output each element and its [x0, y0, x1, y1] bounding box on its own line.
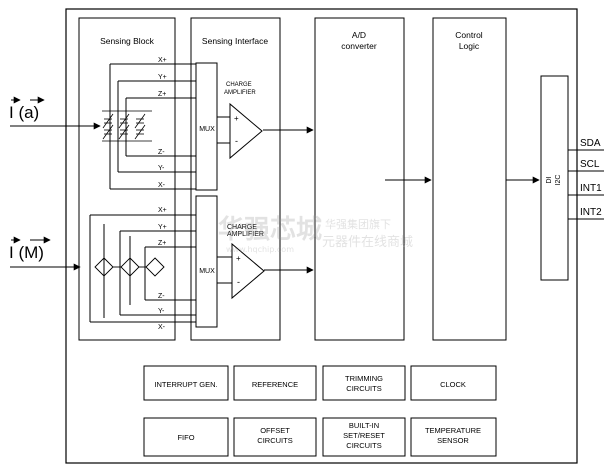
lower-axis-z-minus: Z-	[158, 293, 165, 300]
upper-channel: MUX CHARGE AMPLIFIER + - X+ Y+ Z+ Z- Y- …	[102, 57, 263, 191]
lower-axis-x-plus: X+	[158, 207, 167, 214]
watermark: 华强芯城 www.hqchip.com 华强集团旗下 元器件在线商城	[218, 214, 413, 254]
trimming-label-2: CIRCUITS	[346, 384, 381, 393]
mux-upper-label: MUX	[199, 126, 215, 133]
amp-upper-minus: -	[235, 136, 238, 146]
pin-sda: SDA	[580, 138, 601, 149]
builtin-label-3: CIRCUITS	[346, 441, 381, 450]
upper-axis-z-minus: Z-	[158, 149, 165, 156]
temperature-label-1: TEMPERATURE	[425, 426, 481, 435]
builtin-label-1: BUILT-IN	[349, 421, 379, 430]
lower-axis-y-minus: Y-	[158, 308, 165, 315]
mux-upper	[195, 62, 218, 191]
ad-converter-label-2: converter	[341, 41, 377, 51]
temperature-sensor-block	[410, 417, 497, 457]
watermark-logo: 华强芯城	[218, 214, 322, 245]
builtin-label-2: SET/RESET	[343, 431, 385, 440]
amp-lower-plus: +	[236, 254, 241, 263]
sensing-interface-label: Sensing Interface	[202, 36, 268, 46]
control-logic-label-1: Control	[455, 30, 483, 40]
upper-axis-x-minus: X-	[158, 182, 166, 189]
pin-int1: INT1	[580, 183, 602, 194]
upper-axis-y-minus: Y-	[158, 165, 165, 172]
pin-scl: SCL	[580, 159, 600, 170]
reference-label: REFERENCE	[252, 380, 298, 389]
temperature-label-2: SENSOR	[437, 436, 469, 445]
fifo-label: FIFO	[177, 433, 194, 442]
watermark-side-1: 华强集团旗下	[325, 217, 391, 231]
sensing-interface-block	[190, 17, 281, 341]
clock-label: CLOCK	[440, 380, 466, 389]
interrupt-gen-block	[143, 365, 229, 401]
trimming-circuits-block	[322, 365, 406, 401]
amp-upper-label-2: AMPLIFIER	[224, 90, 256, 96]
watermark-side-2: 元器件在线商城	[322, 235, 413, 250]
offset-label-2: CIRCUITS	[257, 436, 292, 445]
device-outline	[65, 8, 578, 464]
upper-axis-x-plus: X+	[158, 57, 167, 64]
i2c-block	[540, 75, 569, 281]
mag-input-label: I (M)	[9, 243, 44, 262]
offset-label-1: OFFSET	[260, 426, 290, 435]
sensing-block	[78, 17, 176, 341]
pin-lines	[568, 149, 604, 220]
charge-amplifier-upper	[229, 102, 263, 160]
interrupt-gen-label: INTERRUPT GEN.	[154, 380, 217, 389]
amp-upper-plus: +	[234, 114, 239, 123]
lower-channel: MUX CHARGE AMPLIFIER + - X+ Y+ Z+ Z- Y- …	[89, 195, 265, 331]
reference-block	[233, 365, 317, 401]
trimming-label-1: TRIMMING	[345, 374, 383, 383]
upper-axis-y-plus: Y+	[158, 74, 167, 81]
lower-axis-z-plus: Z+	[158, 240, 166, 247]
amp-lower-label-2: AMPLIFIER	[227, 231, 264, 238]
amp-lower-label-1: CHARGE	[227, 224, 257, 231]
sensing-block-label: Sensing Block	[100, 36, 155, 46]
charge-amplifier-lower	[231, 242, 265, 300]
builtin-set-reset-block	[322, 417, 406, 457]
control-logic-block	[432, 17, 507, 341]
ad-converter-label-1: A/D	[352, 30, 366, 40]
mux-lower	[195, 195, 218, 328]
clock-block	[410, 365, 497, 401]
amp-lower-minus: -	[237, 277, 240, 287]
i2c-label-2: I2C	[555, 175, 562, 186]
offset-circuits-block	[233, 417, 317, 457]
pin-int2: INT2	[580, 207, 602, 218]
watermark-url: www.hqchip.com	[226, 245, 294, 254]
control-logic-label-2: Logic	[459, 41, 480, 51]
bridge-array-lower	[94, 257, 165, 277]
lower-axis-y-plus: Y+	[158, 224, 167, 231]
i2c-label-1: DI	[546, 176, 553, 183]
accel-input-label: I (a)	[9, 103, 39, 122]
mux-lower-label: MUX	[199, 268, 215, 275]
mag-input: I (M)	[9, 236, 81, 271]
lower-axis-x-minus: X-	[158, 324, 166, 331]
capacitor-array-upper	[102, 110, 152, 142]
accel-input: I (a)	[9, 96, 101, 130]
upper-axis-z-plus: Z+	[158, 91, 166, 98]
amp-upper-label-1: CHARGE	[226, 82, 252, 88]
ad-converter-block	[314, 17, 405, 341]
support-blocks: INTERRUPT GEN. REFERENCE TRIMMING CIRCUI…	[143, 365, 497, 457]
fifo-block	[143, 417, 229, 457]
